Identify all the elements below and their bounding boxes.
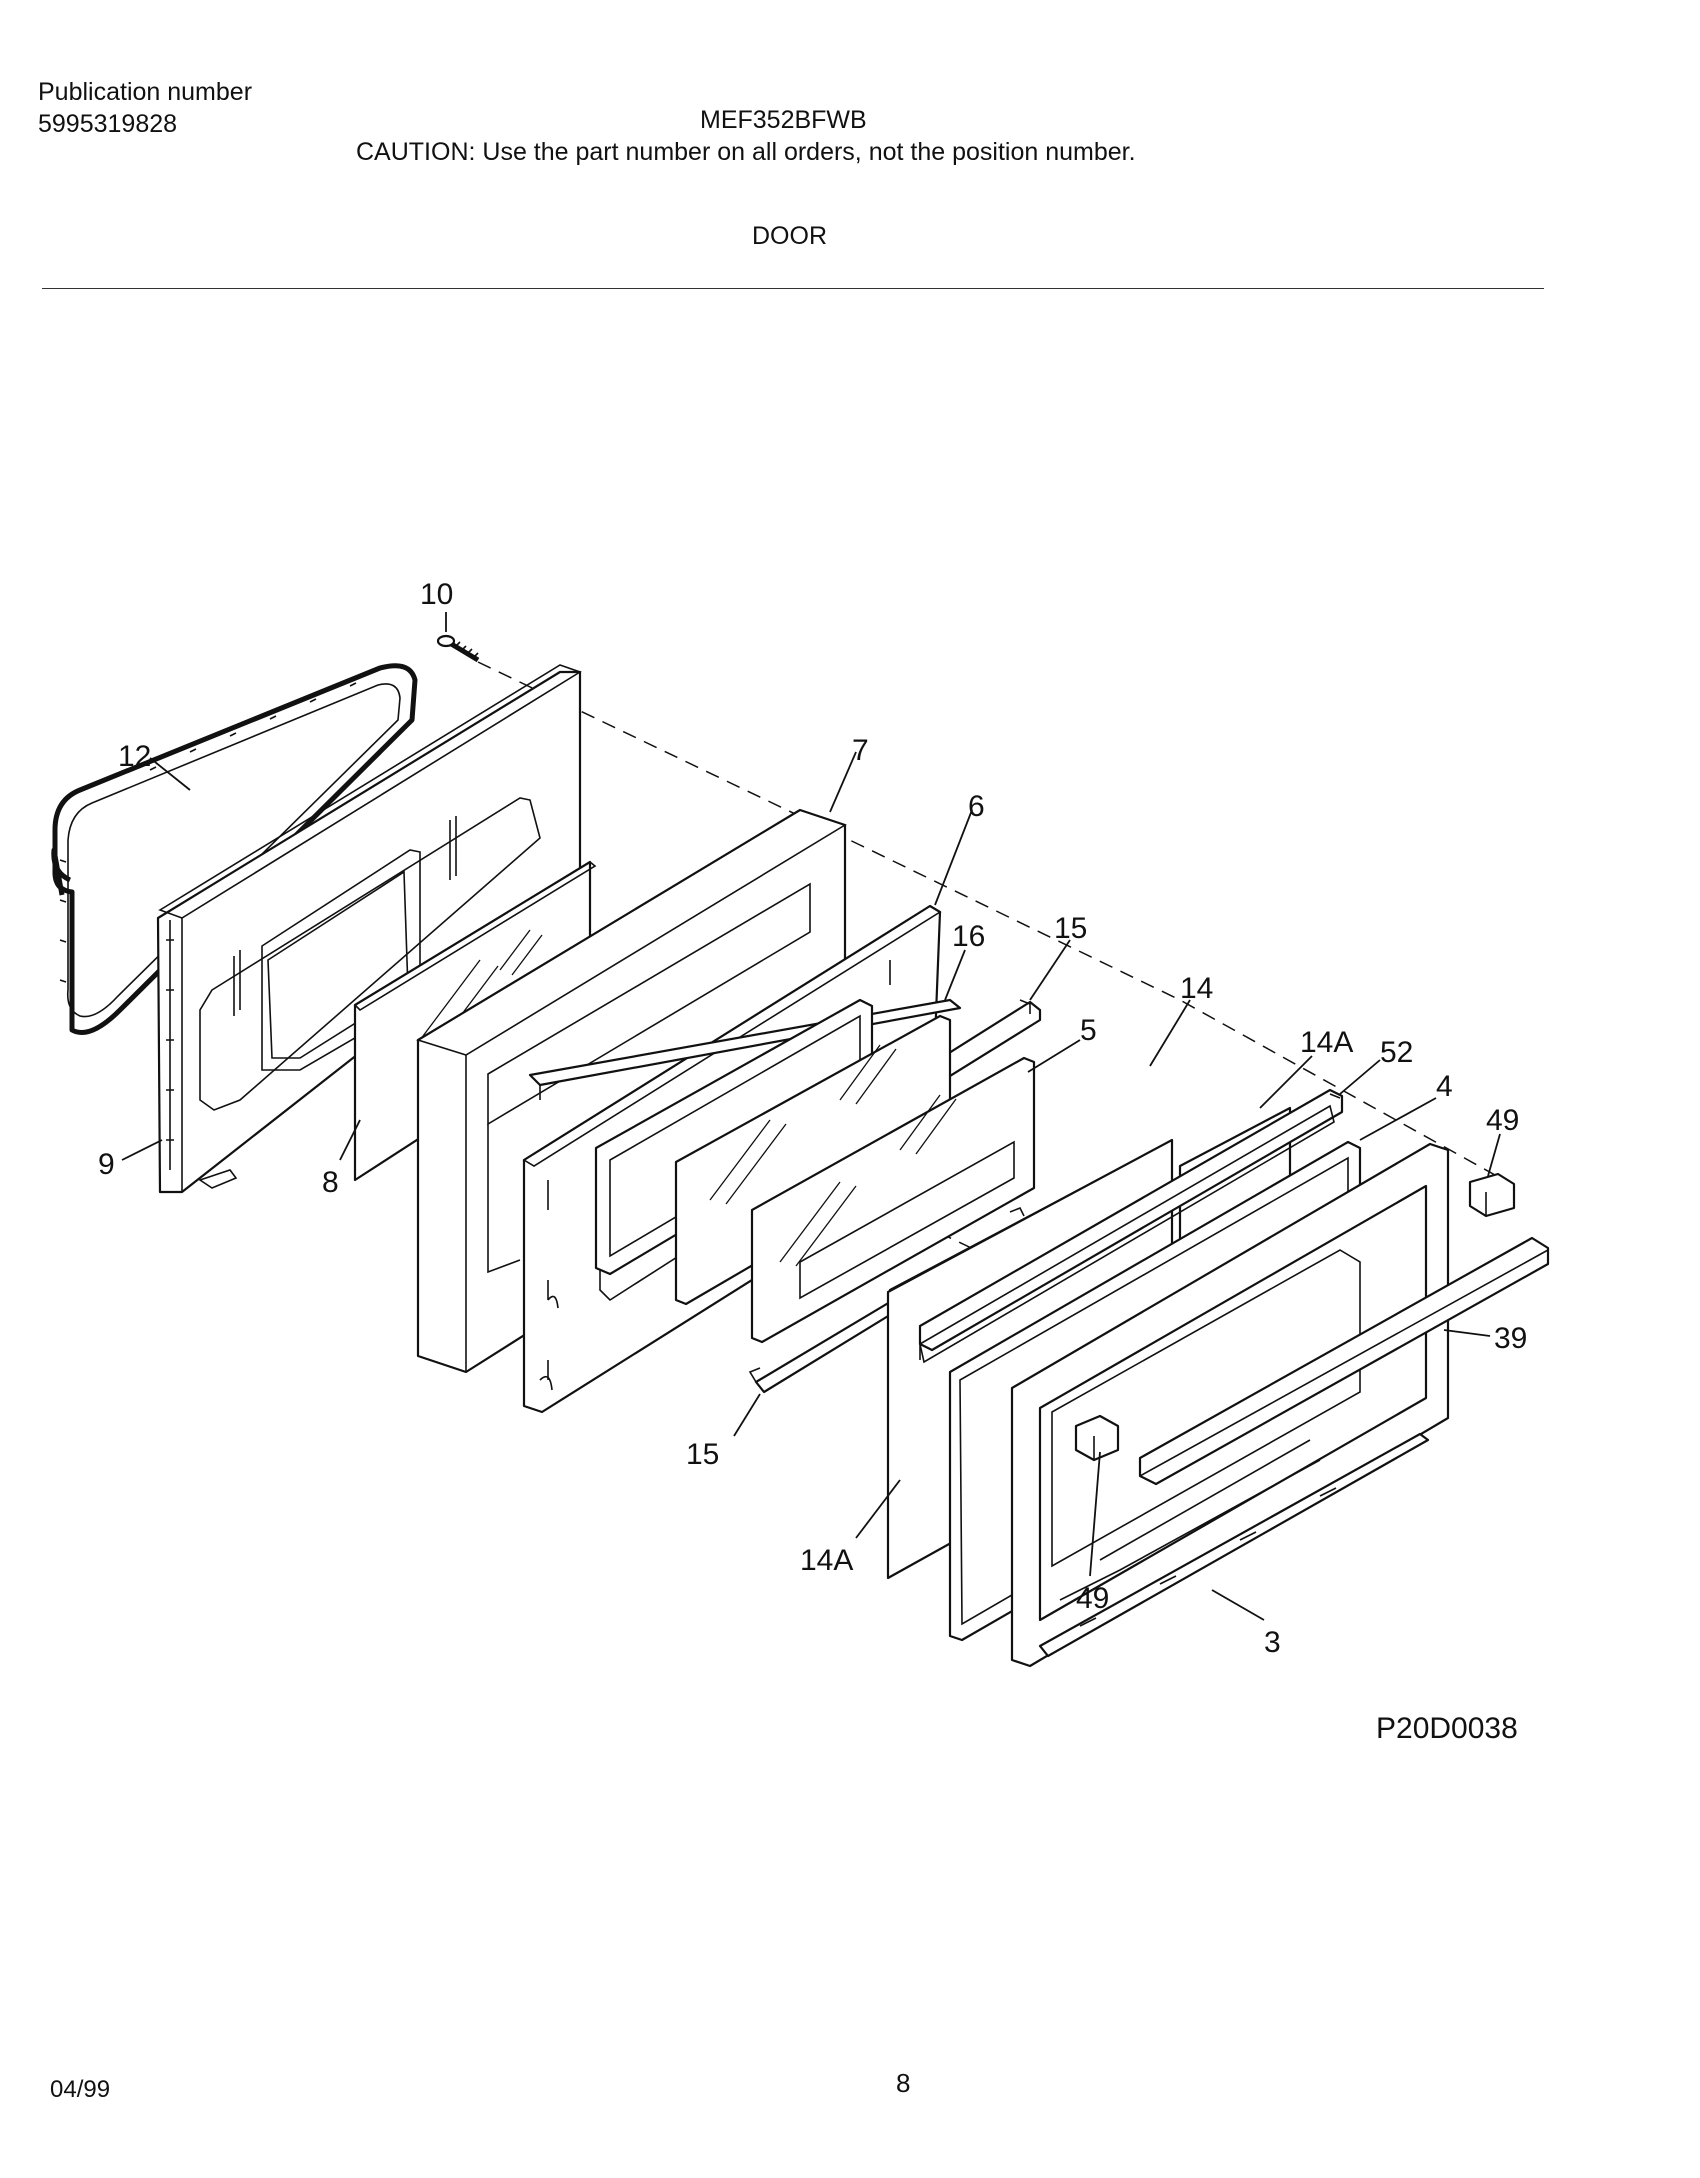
part-12-door-gasket (51, 663, 418, 1035)
callout-14A-lower: 14A (800, 1544, 853, 1577)
callout-15-upper: 15 (1054, 912, 1087, 945)
callout-14A-upper: 14A (1300, 1026, 1353, 1059)
part-52-channel-trim (918, 1088, 1344, 1364)
callout-4: 4 (1436, 1070, 1453, 1103)
callout-49-left: 49 (1076, 1582, 1109, 1615)
part-49-right-end-cap (1468, 1172, 1516, 1218)
callout-8: 8 (322, 1166, 339, 1199)
callout-5: 5 (1080, 1014, 1097, 1047)
callout-6: 6 (968, 790, 985, 823)
callout-10: 10 (420, 578, 453, 611)
callout-49-right: 49 (1486, 1104, 1519, 1137)
section-title: DOOR (752, 222, 827, 250)
model-number: MEF352BFWB (700, 106, 867, 134)
callout-leader-lines (121, 612, 1501, 1621)
part-5-glass (750, 1056, 1036, 1344)
diagram-id: P20D0038 (1376, 1712, 1518, 1745)
part-49-left-end-cap (1074, 1414, 1120, 1462)
callout-7: 7 (852, 734, 869, 767)
callout-labels: 10 12 7 6 16 15 14 14A 52 4 49 5 9 8 39 … (98, 578, 1527, 1659)
callout-14: 14 (1180, 972, 1213, 1005)
footer-date: 04/99 (50, 2076, 111, 2103)
callout-9: 9 (98, 1148, 115, 1181)
caution-note: CAUTION: Use the part number on all orde… (356, 138, 1136, 166)
part-3-bottom-trim (1038, 1432, 1430, 1658)
part-10-screw (436, 634, 480, 663)
part-39-handle (1138, 1236, 1550, 1486)
callout-39: 39 (1494, 1322, 1527, 1355)
callout-16: 16 (952, 920, 985, 953)
page-number: 8 (896, 2068, 911, 2098)
callout-3: 3 (1264, 1626, 1281, 1659)
callout-52: 52 (1380, 1036, 1413, 1069)
callout-12: 12 (118, 740, 151, 773)
door-outer-frame (1010, 1142, 1450, 1668)
header-divider (42, 288, 1544, 289)
callout-15-lower: 15 (686, 1438, 719, 1471)
publication-label: Publication number (38, 78, 253, 106)
publication-number: 5995319828 (38, 110, 178, 138)
